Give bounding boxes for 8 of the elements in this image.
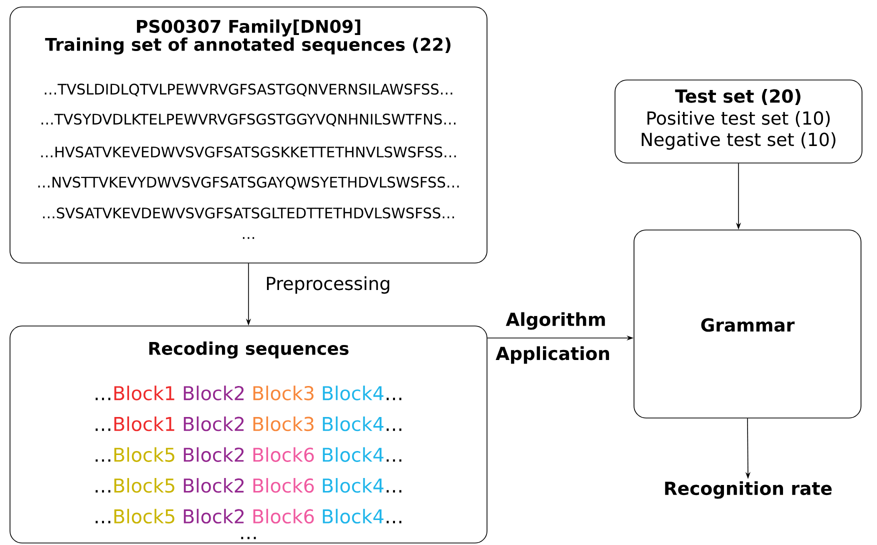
process-box: Test set (20) Positive test set (10) Negative test set (10) [614, 80, 862, 164]
output-label: Recognition rate [665, 481, 832, 499]
edge-label: Algorithm [506, 312, 605, 330]
process-box: Recoding sequences … Block1 Block2 Block3 Block4 … … Block1 Block2 Block3 Block4 … … Block5 Block2 Block6 Block4 … … Block5 Block2 Block6 Block4 … … Block5 Block2 Block6 Block4 … … [10, 326, 488, 544]
process-box: Grammar [634, 230, 862, 418]
text-label: Application [496, 346, 610, 364]
edge-label: Preprocessing [266, 276, 390, 294]
process-box: PS00307 Family[DN09] Training set of annotated sequences (22) …TVSLDIDLQTVLPEWVRVGFSASTGQNVERNSILAWSFSS… …TVSYDVDLKTELPEWVRVGFSGSTGGYVQNHNILSWTFNS… …HVSATVKEVEDWVSVGFSATSGSKKETTETHNVLSWSFSS… …NVSTTVKEVYDWVSVGFSATSGAYQWSYETHDVLSWSFSS… …SVSATVKEVDEWVSVGFSATSGLTEDTTETHDVLSWSFSS… … [10, 6, 488, 264]
